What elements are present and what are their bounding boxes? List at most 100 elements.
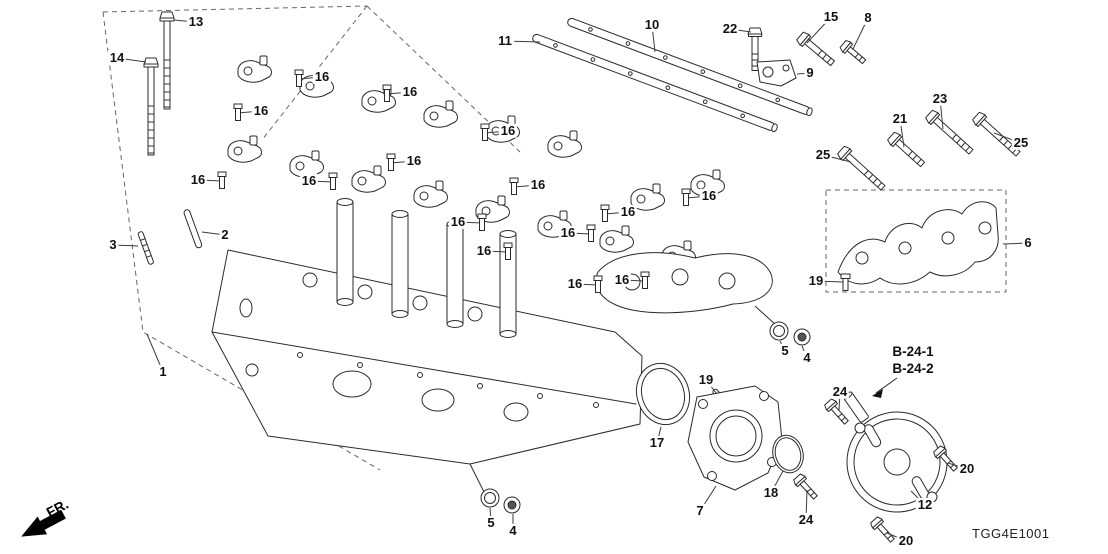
bolt-8 [838, 38, 869, 68]
part-callout-19: 19 [696, 371, 716, 388]
part-callout-25: 25 [1011, 134, 1031, 151]
part-callout-16: 16 [312, 68, 332, 85]
stay-plate-9 [756, 59, 797, 87]
part-callout-18: 18 [761, 484, 781, 501]
bolt-16-glyph [640, 271, 650, 277]
rocker-arm [413, 180, 448, 208]
ref-label-b-24-2: B-24-2 [892, 361, 934, 376]
part-callout-14: 14 [107, 49, 127, 66]
part-callout-16: 16 [474, 242, 494, 259]
bolt-24-lower [791, 472, 821, 503]
part-callout-21: 21 [890, 110, 910, 127]
seal-ring-5-upper [769, 321, 789, 341]
part-callout-16: 16 [618, 203, 638, 220]
part-callout-4: 4 [801, 349, 813, 366]
part-callout-12: 12 [915, 496, 935, 513]
part-callout-15: 15 [821, 8, 841, 25]
bolt-16-glyph [602, 209, 608, 222]
rocker-arm [351, 165, 386, 193]
rocker-arm [227, 135, 262, 163]
bolt-20-bottom [868, 515, 898, 546]
bolt-16-glyph [388, 158, 394, 171]
bolt-16-glyph [600, 204, 610, 210]
part-callout-5: 5 [779, 342, 791, 359]
bolt-16-glyph [480, 123, 490, 129]
ref-label-b-24-1: B-24-1 [892, 344, 934, 359]
bolt-16-glyph [294, 69, 304, 75]
part-callout-17: 17 [647, 434, 667, 451]
bolt-16-glyph [595, 280, 601, 293]
plug-tube [391, 210, 409, 318]
part-callout-16: 16 [299, 172, 319, 189]
part-callout-4: 4 [507, 522, 519, 539]
part-callout-19: 19 [806, 272, 826, 289]
part-callout-16: 16 [400, 83, 420, 100]
bolt-15 [795, 30, 838, 70]
bolt-16-glyph [386, 153, 396, 159]
part-callout-6: 6 [1022, 234, 1034, 251]
bolt-16-glyph [511, 182, 517, 195]
gasket-17 [635, 362, 691, 426]
dowel-pin-2 [183, 209, 203, 249]
part-callout-11: 11 [496, 32, 514, 49]
bolt-16-glyph [219, 176, 225, 189]
part-callout-16: 16 [558, 224, 578, 241]
part-callout-22: 22 [720, 20, 740, 37]
bolt-21 [885, 130, 928, 171]
bolt-16-glyph [328, 172, 338, 178]
side-cover-7 [687, 385, 783, 491]
bolt-16-glyph [505, 247, 511, 260]
part-callout-8: 8 [862, 9, 874, 26]
bolt-16-glyph [503, 242, 513, 248]
part-callout-13: 13 [186, 13, 206, 30]
part-callout-3: 3 [107, 236, 119, 253]
rocker-arm [423, 100, 458, 128]
bolt-23 [923, 108, 977, 158]
rocker-arm-assemblies [227, 55, 725, 268]
cam-carrier-6 [837, 201, 999, 285]
bolt-16-glyph [642, 276, 648, 289]
stud-3 [137, 231, 154, 265]
stud-19-carrier [840, 273, 851, 291]
bolt-16-glyph [382, 84, 392, 90]
bolt-16-glyph [235, 108, 241, 121]
bolt-16-glyph [683, 193, 689, 206]
part-callout-16: 16 [528, 176, 548, 193]
rocker-arm [599, 225, 634, 253]
bolt-13 [159, 11, 175, 110]
bolt-14 [143, 57, 159, 156]
part-callout-23: 23 [930, 90, 950, 107]
bolt-16-glyph [217, 171, 227, 177]
bolt-16-glyph [482, 128, 488, 141]
part-callout-16: 16 [498, 122, 518, 139]
diagram-code: TGG4E1001 [972, 526, 1050, 541]
part-callout-16: 16 [612, 271, 632, 288]
part-callout-24: 24 [830, 383, 850, 400]
front-direction-arrow [21, 509, 66, 537]
part-callout-16: 16 [404, 152, 424, 169]
o-ring-18 [772, 434, 804, 474]
cylinder-head-1 [211, 198, 643, 465]
bolt-16-glyph [233, 103, 243, 109]
part-callout-9: 9 [804, 64, 816, 81]
b24-arrow [872, 377, 898, 398]
part-callout-20: 20 [896, 532, 916, 549]
plug-tube [336, 198, 354, 306]
part-callout-1: 1 [157, 363, 169, 380]
bolt-16-glyph [681, 188, 691, 194]
rocker-arm [547, 130, 582, 158]
part-callout-16: 16 [188, 171, 208, 188]
part-callout-16: 16 [565, 275, 585, 292]
bolt-16-glyph [479, 218, 485, 231]
seal-ring-5-lower [480, 488, 500, 508]
part-callout-16: 16 [251, 102, 271, 119]
part-callout-10: 10 [642, 16, 662, 33]
part-callout-20: 20 [957, 460, 977, 477]
bolt-16-glyphs [217, 69, 691, 293]
bolt-16-glyph [588, 229, 594, 242]
part-callout-24: 24 [796, 511, 816, 528]
part-callout-25: 25 [813, 146, 833, 163]
part-callout-2: 2 [219, 226, 231, 243]
